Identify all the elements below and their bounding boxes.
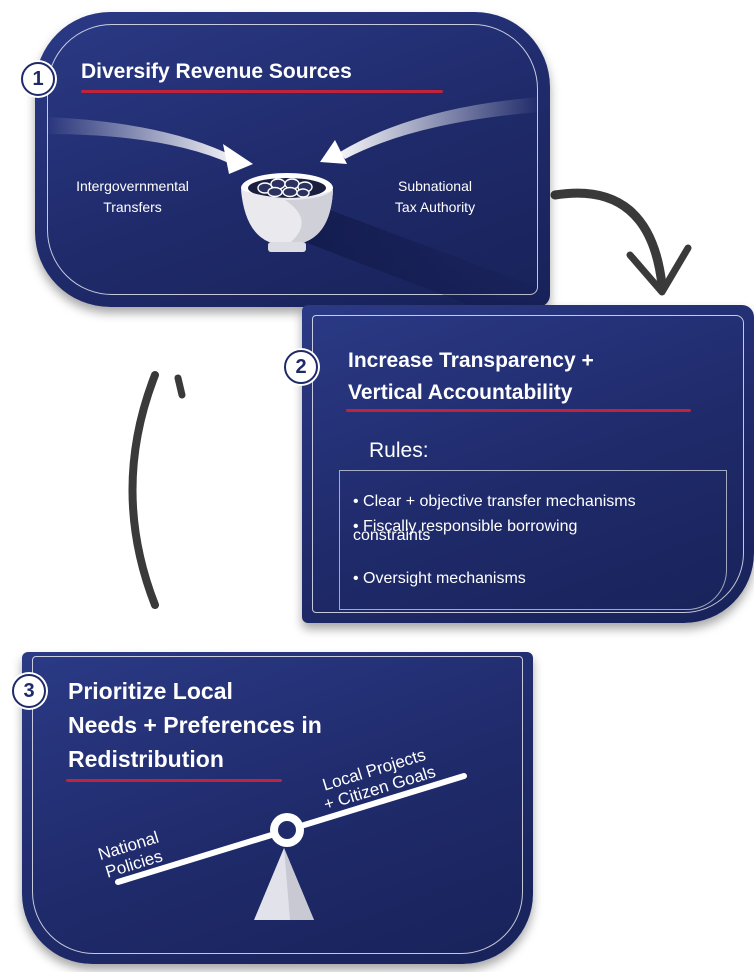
step2-card: 2 Increase Transparency + Vertical Accou… — [284, 305, 754, 623]
step3-title-underline — [66, 779, 282, 782]
bowl-shadow — [265, 197, 550, 307]
arc-tick — [174, 374, 186, 399]
rule-bullet-2-continued: constraints — [353, 527, 431, 544]
rules-heading: Rules: — [369, 439, 429, 462]
step3-card: 3 Prioritize Local Needs + Preferences i… — [12, 652, 533, 964]
rule-bullet-2: • Fiscally responsible borrowing — [353, 518, 578, 535]
step2-number-badge: 2 — [284, 350, 318, 384]
bowl-of-coins-icon — [241, 173, 333, 252]
right-swoosh-arrow — [340, 97, 540, 159]
step1-right-label: Subnational Tax Authority — [394, 178, 476, 215]
rule-bullet-1: • Clear + objective transfer mechanisms — [353, 493, 636, 510]
left-swoosh-arrow — [45, 117, 235, 164]
left-arrow-head — [223, 144, 253, 174]
step1-arrows — [45, 97, 550, 307]
step1-title-underline — [81, 90, 443, 93]
seesaw-balance-icon — [115, 773, 467, 920]
step1-title: Diversify Revenue Sources — [81, 60, 352, 83]
right-arrow-head — [320, 140, 347, 164]
rule-bullet-3: • Oversight mechanisms — [353, 570, 526, 587]
rules-box — [339, 470, 727, 610]
step2-title-underline — [346, 409, 691, 412]
arc-step3-to-step1 — [128, 371, 159, 609]
step1-left-label: Intergovernmental Transfers — [76, 178, 189, 215]
step3-number-badge: 3 — [12, 674, 46, 708]
step3-title: Prioritize Local Needs + Preferences in … — [68, 678, 322, 772]
arrow-head-step2 — [626, 244, 692, 296]
arrow-step1-to-step2 — [550, 188, 667, 290]
step1-number-badge: 1 — [21, 62, 55, 96]
step2-title: Increase Transparency + Vertical Account… — [348, 349, 594, 404]
step1-card: 1 Diversify Revenue Sources Intergovernm… — [21, 12, 550, 307]
